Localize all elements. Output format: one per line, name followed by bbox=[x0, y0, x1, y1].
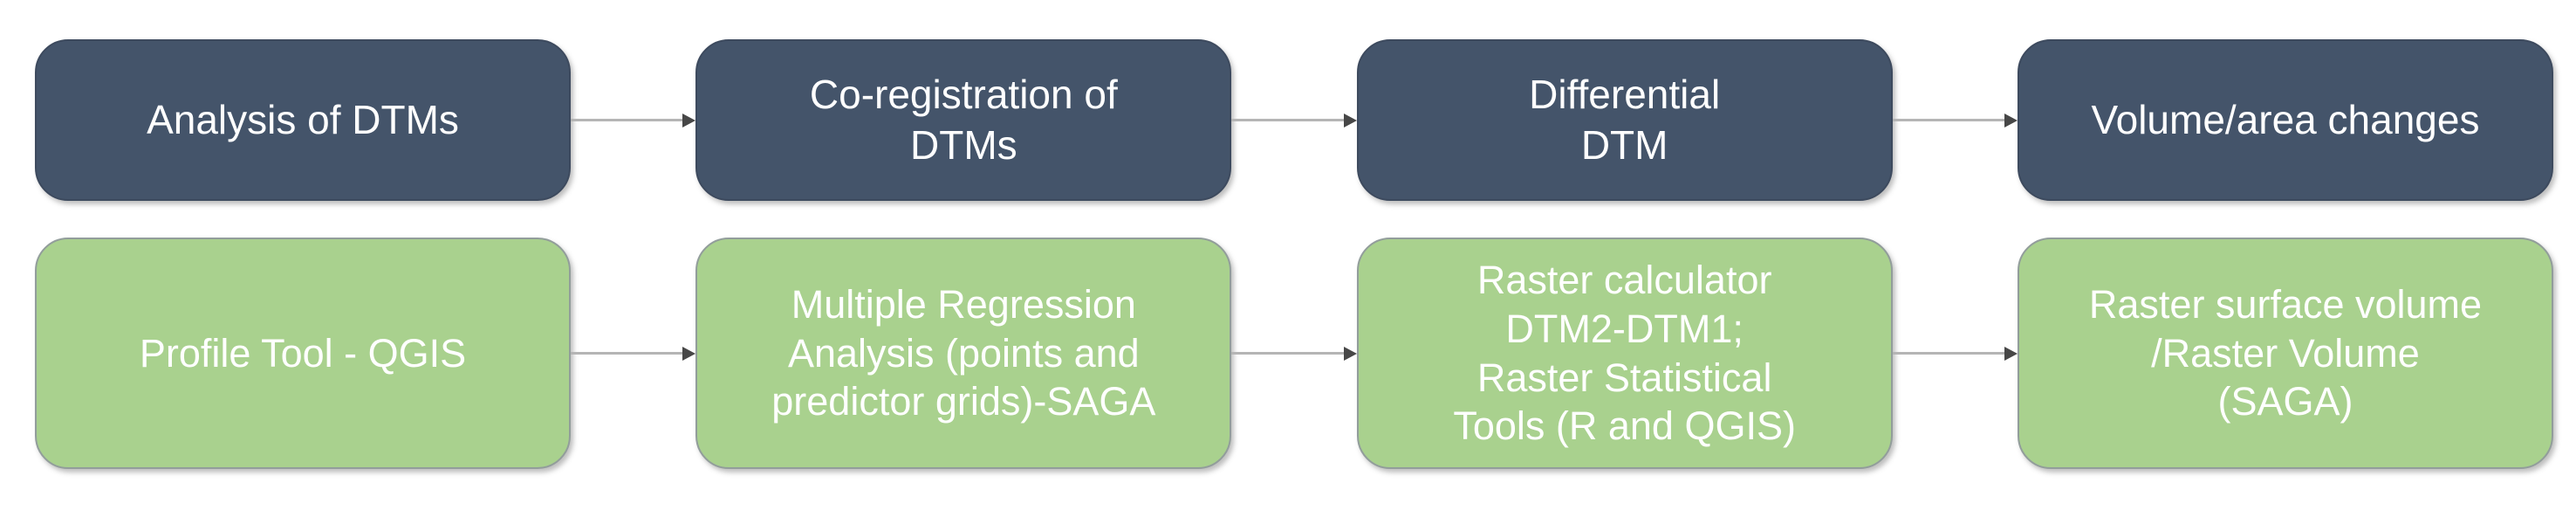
arrow-head-icon bbox=[1343, 346, 1357, 361]
node-label: Raster calculator DTM2-DTM1; Raster Stat… bbox=[1453, 257, 1796, 449]
arrow-head-icon bbox=[682, 113, 696, 128]
arrow-head-icon bbox=[1343, 113, 1357, 128]
flow-node-profile-tool-qgis: Profile Tool - QGIS bbox=[35, 238, 571, 469]
arrow-line bbox=[1892, 119, 2005, 121]
arrow-connector bbox=[1231, 39, 1357, 201]
arrow-line bbox=[1892, 352, 2005, 355]
arrow-line bbox=[571, 119, 684, 121]
arrow-connector bbox=[571, 238, 696, 469]
node-label: Co-registration of DTMs bbox=[809, 72, 1118, 168]
node-label: Raster surface volume /Raster Volume (SA… bbox=[2088, 281, 2483, 424]
arrow-line bbox=[1231, 119, 1345, 121]
arrow-connector bbox=[1892, 39, 2018, 201]
arrow-head-icon bbox=[2004, 113, 2018, 128]
workflow-row-steps: Analysis of DTMs Co-registration of DTMs… bbox=[0, 39, 2576, 201]
workflow-row-tools: Profile Tool - QGIS Multiple Regression … bbox=[0, 238, 2576, 469]
arrow-connector bbox=[1892, 238, 2018, 469]
arrow-head-icon bbox=[2004, 346, 2018, 361]
flow-node-raster-surface-volume: Raster surface volume /Raster Volume (SA… bbox=[2017, 238, 2553, 469]
node-label: Analysis of DTMs bbox=[147, 96, 459, 142]
node-label: Profile Tool - QGIS bbox=[139, 330, 467, 376]
flow-node-co-registration: Co-registration of DTMs bbox=[695, 39, 1232, 201]
node-label: Volume/area changes bbox=[2091, 96, 2480, 142]
arrow-connector bbox=[571, 39, 696, 201]
flow-node-volume-area-changes: Volume/area changes bbox=[2017, 39, 2553, 201]
arrow-line bbox=[571, 352, 684, 355]
arrow-connector bbox=[1231, 238, 1357, 469]
flow-node-multiple-regression-saga: Multiple Regression Analysis (points and… bbox=[695, 238, 1232, 469]
flow-node-raster-calculator: Raster calculator DTM2-DTM1; Raster Stat… bbox=[1356, 238, 1893, 469]
node-label: Differential DTM bbox=[1529, 72, 1721, 168]
flow-node-analysis-of-dtms: Analysis of DTMs bbox=[35, 39, 571, 201]
arrow-line bbox=[1231, 352, 1345, 355]
flow-node-differential-dtm: Differential DTM bbox=[1356, 39, 1893, 201]
arrow-head-icon bbox=[682, 346, 696, 361]
node-label: Multiple Regression Analysis (points and… bbox=[771, 281, 1156, 424]
